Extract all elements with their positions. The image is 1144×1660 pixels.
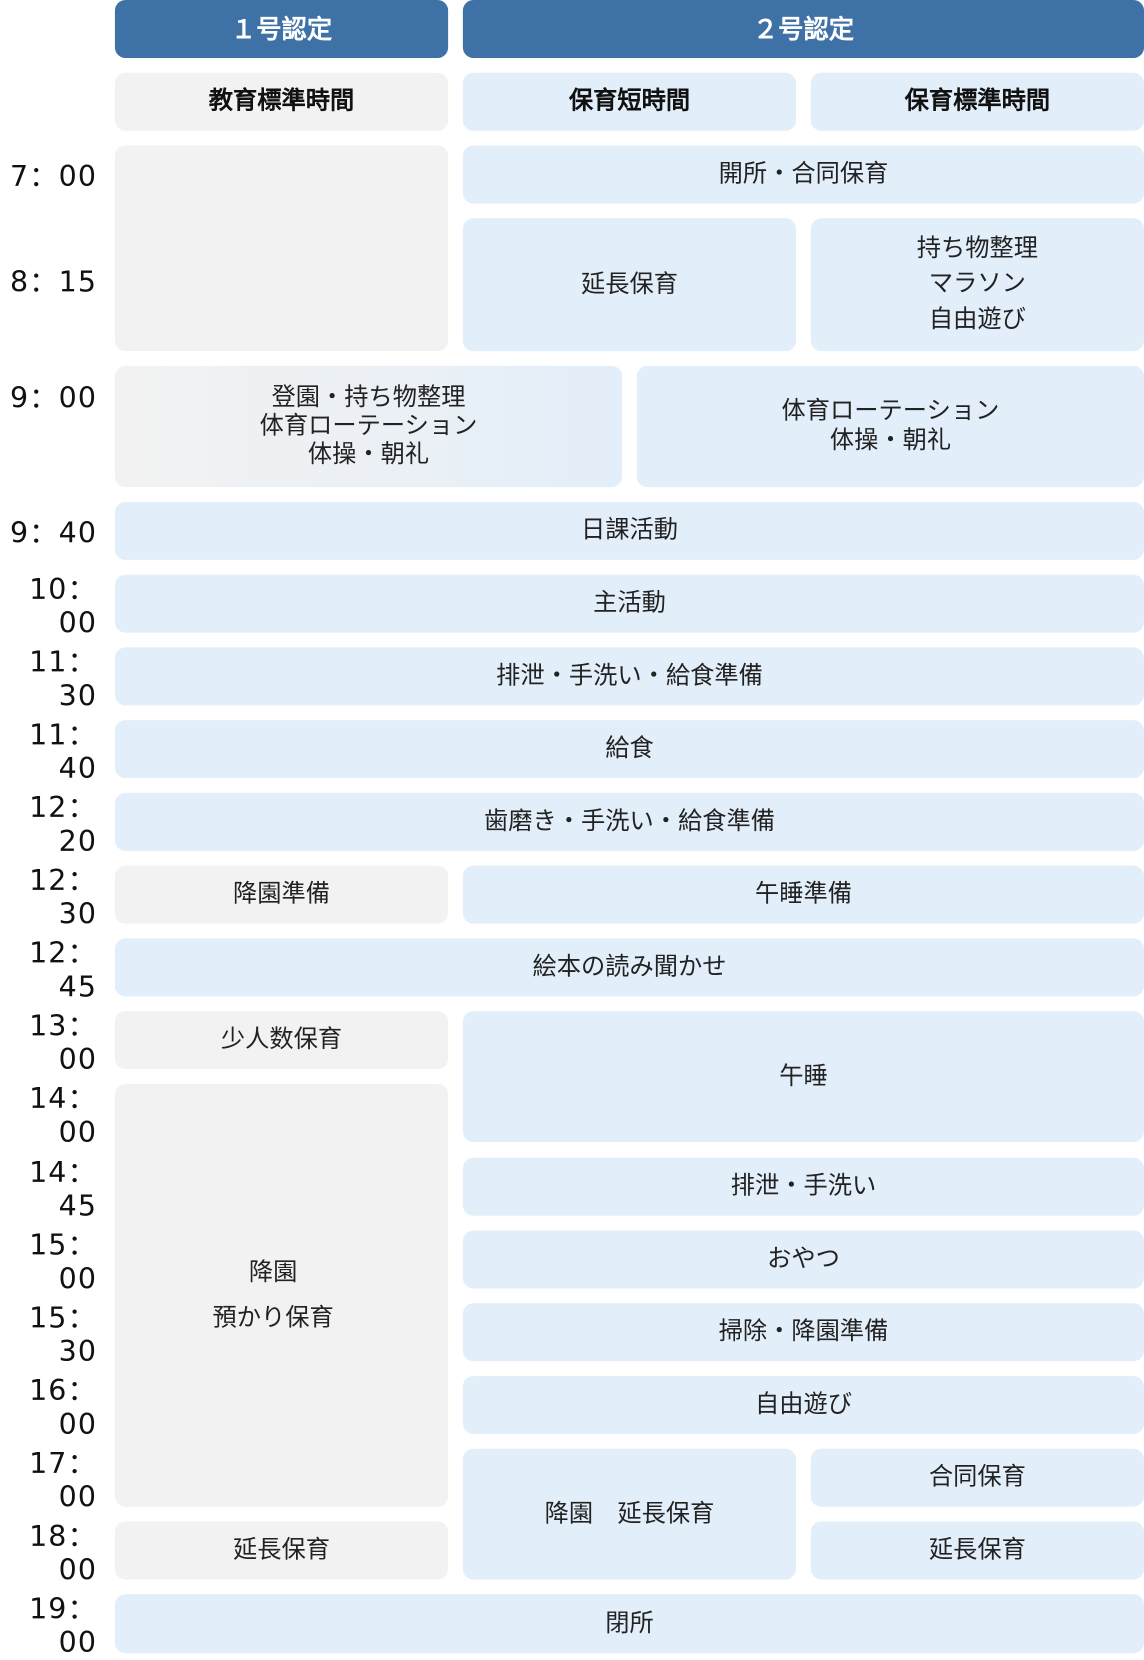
block-nap-prep: 午睡準備 — [462, 865, 1144, 924]
time-label: 16：00 — [29, 1374, 98, 1442]
block-free-play: 自由遊び — [462, 1375, 1144, 1434]
time-label: 11：30 — [29, 646, 98, 713]
block-edu-leave: 降園 預かり保育 — [114, 1083, 449, 1507]
line: 体操・朝礼 — [307, 440, 430, 469]
time-label: 13：00 — [29, 1010, 98, 1077]
time-label: 15：30 — [29, 1302, 98, 1369]
time-label: 15：00 — [29, 1229, 98, 1296]
time-label: 14：45 — [29, 1156, 98, 1224]
time-label: 12：30 — [29, 864, 98, 932]
time-label: 19：00 — [29, 1593, 98, 1660]
line: 自由遊び — [928, 305, 1026, 333]
time-label: 8：15 — [9, 266, 98, 299]
header-care-standard: 保育標準時間 — [810, 72, 1144, 131]
header-cert-2: ２号認定 — [462, 0, 1144, 58]
line: 登園・持ち物整理 — [271, 383, 466, 412]
block-cleanup: 掃除・降園準備 — [462, 1303, 1144, 1362]
time-label: 14：00 — [29, 1082, 98, 1150]
line: 体育ローテーション — [781, 397, 1000, 426]
block-close: 閉所 — [114, 1594, 1144, 1654]
block-extended-morning: 延長保育 — [462, 218, 797, 352]
block-extended-edu: 延長保育 — [114, 1521, 449, 1580]
block-nap: 午睡 — [462, 1011, 1144, 1142]
line: 預かり保育 — [212, 1303, 334, 1332]
time-label: 11：40 — [29, 719, 98, 786]
header-cert-1: １号認定 — [114, 0, 449, 58]
line: 体育ローテーション — [259, 412, 478, 440]
header-edu-standard: 教育標準時間 — [114, 72, 449, 131]
line: 降園 — [248, 1258, 298, 1287]
line: 体操・朝礼 — [829, 426, 952, 454]
block-snack: おやつ — [462, 1230, 1144, 1289]
edu-empty-block — [114, 145, 449, 352]
block-open: 開所・合同保育 — [462, 145, 1144, 204]
block-care-rotation: 体育ローテーション 体操・朝礼 — [636, 365, 1144, 488]
line: 持ち物整理 — [916, 235, 1039, 263]
block-edu-arrival: 登園・持ち物整理 体育ローテーション 体操・朝礼 — [114, 365, 623, 488]
time-label: 12：20 — [29, 791, 98, 859]
block-picture-book: 絵本の読み聞かせ — [114, 938, 1144, 997]
line: マラソン — [928, 270, 1026, 298]
block-joint: 合同保育 — [810, 1448, 1144, 1507]
block-toilet-lunchprep: 排泄・手洗い・給食準備 — [114, 647, 1144, 706]
time-label: 9：40 — [9, 517, 98, 550]
block-extended-standard: 延長保育 — [810, 1521, 1144, 1580]
block-toilet: 排泄・手洗い — [462, 1157, 1144, 1216]
time-label: 9：00 — [9, 382, 98, 415]
block-standard-morning: 持ち物整理 マラソン 自由遊び — [810, 218, 1144, 352]
time-label: 17：00 — [29, 1447, 98, 1515]
time-label: 18：00 — [29, 1520, 98, 1587]
time-label: 7：00 — [9, 160, 98, 194]
block-short-leave: 降園 延長保育 — [462, 1448, 797, 1580]
block-lunch: 給食 — [114, 720, 1144, 779]
block-brush-lunchprep: 歯磨き・手洗い・給食準備 — [114, 792, 1144, 851]
header-care-short: 保育短時間 — [462, 72, 797, 131]
block-daily: 日課活動 — [114, 501, 1144, 560]
block-small-group: 少人数保育 — [114, 1011, 449, 1070]
block-edu-leave-prep: 降園準備 — [114, 865, 449, 924]
block-main: 主活動 — [114, 574, 1144, 633]
time-label: 10：00 — [29, 573, 98, 641]
time-label: 12：45 — [29, 937, 98, 1004]
